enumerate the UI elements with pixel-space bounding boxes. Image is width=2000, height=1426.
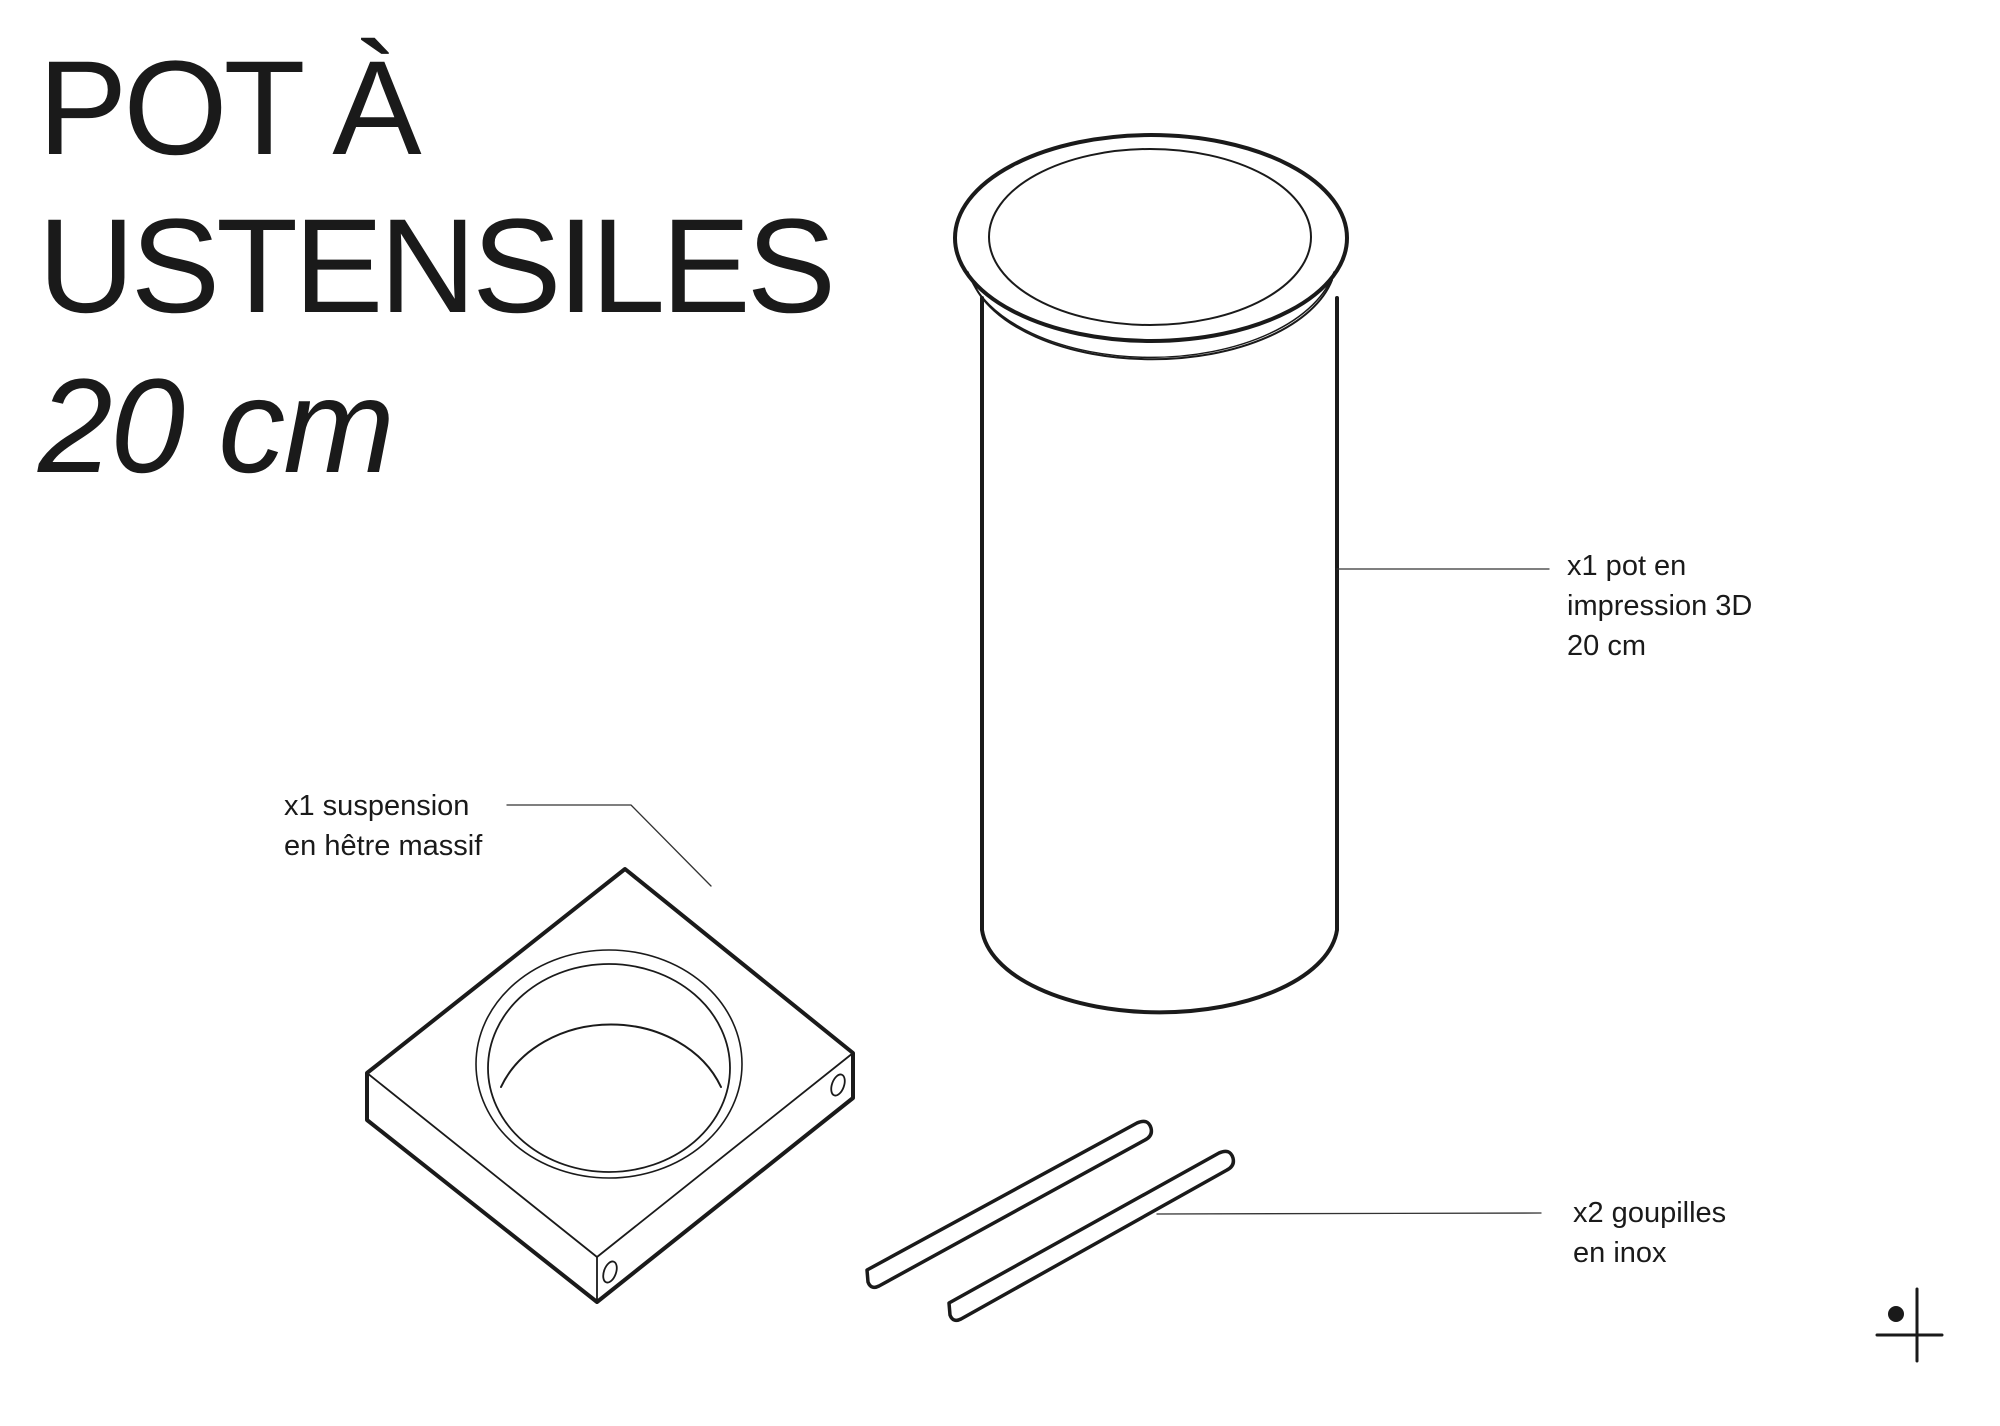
- callout-pot-line-2: impression 3D: [1567, 590, 1753, 622]
- title-line-1: POT À: [38, 34, 422, 183]
- callout-label-suspension: x1 suspension en hêtre massif: [284, 786, 482, 866]
- callout-pot-line-3: 20 cm: [1567, 630, 1646, 662]
- pin-1: [865, 1119, 1154, 1290]
- pin-2: [947, 1149, 1236, 1323]
- callout-line-pins: [1156, 1212, 1542, 1215]
- callout-suspension-line-2: en hêtre massif: [284, 830, 483, 862]
- callout-label-pot: x1 pot en impression 3D 20 cm: [1567, 546, 1752, 666]
- callout-pins-line-1: x2 goupilles: [1573, 1197, 1727, 1229]
- dot-cross-logo-icon: [1875, 1287, 1944, 1363]
- callout-line-suspension: [506, 804, 712, 887]
- suspension-plate: [365, 867, 855, 1304]
- pot-cylinder: [953, 133, 1349, 1015]
- callout-lines: [506, 568, 1550, 1215]
- title-size: 20 cm: [38, 352, 395, 501]
- title-line-2: USTENSILES: [38, 192, 836, 341]
- callout-pins-line-2: en inox: [1573, 1237, 1667, 1269]
- callout-pot-line-1: x1 pot en: [1567, 550, 1687, 582]
- pins: [865, 1119, 1236, 1323]
- callout-suspension-line-1: x1 suspension: [284, 790, 470, 822]
- callout-label-pins: x2 goupilles en inox: [1573, 1193, 1726, 1273]
